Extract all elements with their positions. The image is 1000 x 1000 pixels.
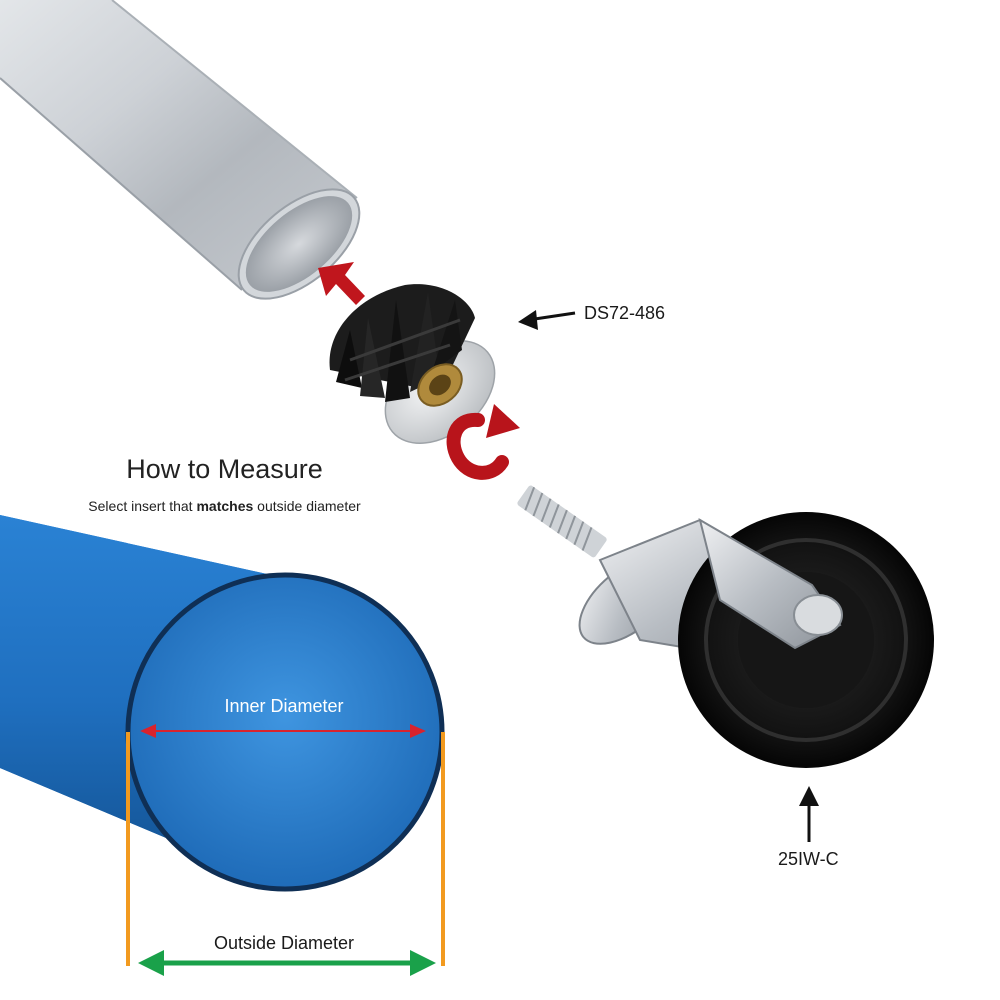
caster-wheel-image <box>517 485 934 768</box>
push-arrow-icon <box>318 262 365 305</box>
caster-part-number: 25IW-C <box>778 849 839 869</box>
insert-part-number: DS72-486 <box>584 303 666 323</box>
outside-diameter-guides <box>126 732 445 966</box>
inner-diameter-label: Inner Diameter <box>224 696 344 716</box>
page-title: How to Measure <box>126 454 323 484</box>
instruction-text-end: outside diameter <box>253 498 361 514</box>
measure-instruction: Select insert that matches outside diame… <box>0 498 449 514</box>
pointer-arrow-icon <box>518 310 576 330</box>
rotate-arrow-icon <box>446 404 520 480</box>
outside-diameter-label: Outside Diameter <box>213 933 355 953</box>
instruction-emphasis: matches <box>196 498 254 514</box>
inner-diameter-arrow <box>140 724 426 738</box>
pointer-arrow-icon <box>799 786 819 842</box>
instruction-text-start: Select insert that <box>88 498 197 514</box>
outside-diameter-arrow <box>138 950 436 976</box>
